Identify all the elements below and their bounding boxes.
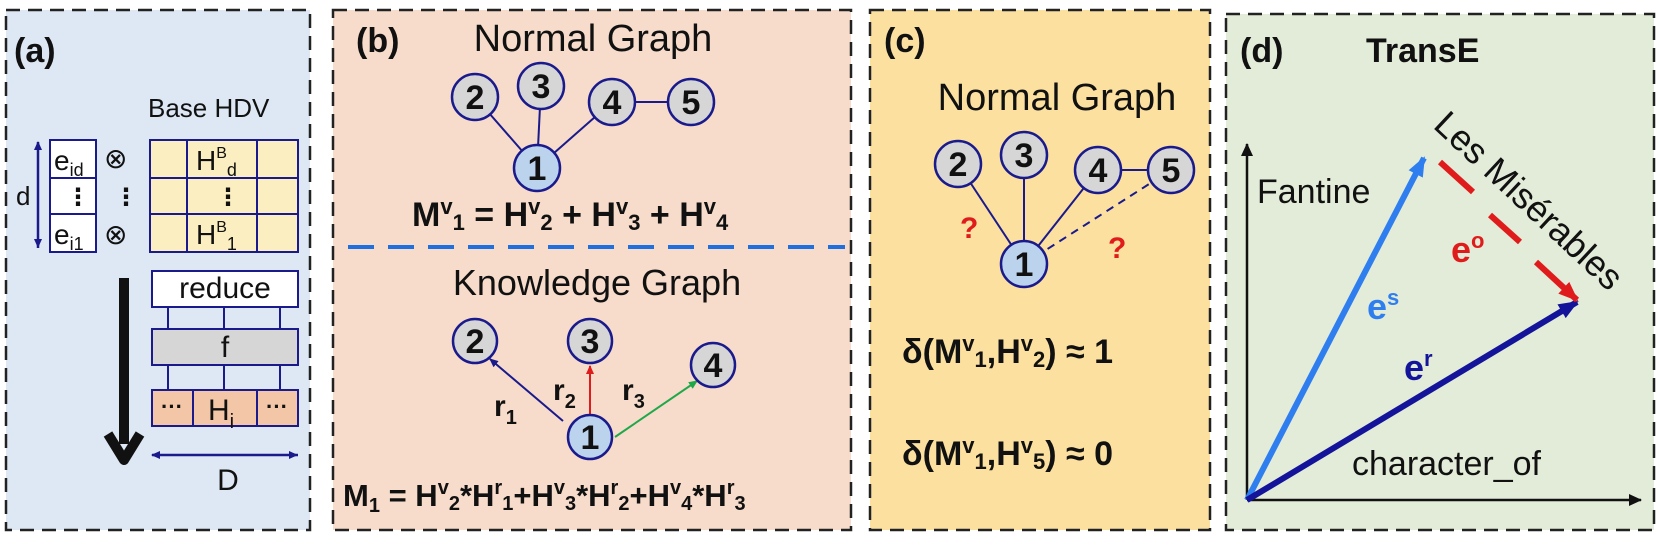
knowledge-graph-title: Knowledge Graph [453,262,741,303]
graph-node-2: 2 [450,72,500,122]
similarity-high: δ(Mv1,Hv2) ≈ 1 [902,331,1113,372]
candidate-edge-dashed [1023,169,1172,265]
svg-text:3: 3 [581,323,600,361]
es-label: es [1367,285,1399,327]
similarity-low: δ(Mv1,Hv5) ≈ 0 [902,433,1113,474]
hi-label: Hi [208,394,234,433]
panel-a-label: (a) [14,32,56,70]
er-label: er [1404,346,1433,388]
graph-node-3: 3 [516,61,566,111]
graph-node-2: 2 [933,139,983,189]
relation-vector-er [1245,299,1579,503]
relation-label-r1: r1 [494,390,517,429]
object-vector-eo-dash [1437,159,1476,195]
relation-label-r3: r3 [622,374,645,413]
graph-node-5: 5 [1146,145,1196,195]
svg-text:5: 5 [1162,152,1181,190]
subject-vector-es [1244,156,1427,502]
otimes-vertical-dots: ⋮ [114,184,138,211]
svg-text:5: 5 [682,84,701,122]
hdv-vertical-dots: ⋮ [216,184,240,211]
svg-text:3: 3 [532,68,551,106]
svg-text:4: 4 [1089,152,1108,190]
object-vector-eo-dash [1487,212,1523,245]
svg-text:1: 1 [528,150,547,188]
kg-node-2: 2 [451,317,499,365]
graph-node-4: 4 [1073,145,1123,195]
panel-c-label: (c) [884,22,926,60]
character-of-label: character_of [1352,445,1542,483]
base-hdv-grid: HBd ⋮ HB1 [149,139,299,254]
svg-text:4: 4 [603,84,622,122]
e-i1-label: ei1 [54,219,84,254]
svg-text:2: 2 [466,323,485,361]
equation-kg-m1: M1 = Hv2*Hr1+Hv3*Hr2+Hv4*Hr3 [343,477,746,517]
kg-node-3: 3 [566,317,614,365]
svg-text:3: 3 [1015,137,1034,175]
graph-node-1: 1 [999,239,1049,289]
panel-b: (b) Normal Graph 2 3 4 5 1 Mv1 = Hv2 + H… [331,8,853,532]
panel-d: (d) TransE Fantine character_of Les Misé… [1224,12,1656,532]
hb-d-label: HBd [196,145,237,180]
panel-c-title: Normal Graph [938,77,1177,119]
fantine-label: Fantine [1257,173,1370,211]
e-vector-box [49,139,97,253]
D-label: D [217,464,239,497]
unknown-link-mark: ? [960,212,978,245]
equation-m1: Mv1 = Hv2 + Hv3 + Hv4 [412,194,729,235]
otimes-icon: ⊗ [104,143,127,174]
hb-1-label: HB1 [196,219,237,254]
e-id-label: eid [54,145,84,180]
hdv-grid-frame [149,139,299,253]
hi-ellipsis: ··· [266,394,288,419]
svg-text:1: 1 [581,419,600,457]
panel-b-label: (b) [356,22,399,60]
svg-text:1: 1 [1015,246,1034,284]
kg-node-1: 1 [566,413,614,461]
svg-text:2: 2 [466,79,485,117]
panel-c: (c) Normal Graph 2 3 4 5 1 ? ? δ(Mv1,Hv2… [868,8,1212,532]
panel-d-frame [1224,12,1656,532]
hi-ellipsis: ··· [161,394,183,419]
relation-edge-r1 [489,358,564,422]
reduce-label: reduce [179,272,271,305]
base-hdv-title: Base HDV [148,93,270,123]
relation-edge-r3 [614,380,698,438]
reduce-box [151,270,299,308]
hi-box [151,389,299,427]
kg-node-4: 4 [689,341,737,389]
svg-text:4: 4 [704,347,723,385]
graph-node-4: 4 [587,77,637,127]
eo-label: eo [1451,228,1484,270]
e-vertical-dots: ⋮ [66,184,90,211]
d-label: d [16,181,30,211]
svg-text:2: 2 [949,146,968,184]
unknown-link-mark: ? [1108,232,1126,265]
normal-graph-title: Normal Graph [474,18,713,60]
graph-node-5: 5 [666,77,716,127]
panel-a: (a) Base HDV d eid ⋮ ei1 ⊗ ⋮ ⊗ HBd ⋮ HB1 [4,8,312,532]
object-vector-eo [1533,259,1580,303]
graph-node-3: 3 [999,130,1049,180]
otimes-icon: ⊗ [104,219,127,250]
transe-title: TransE [1366,32,1479,70]
relation-label-r2: r2 [553,374,576,413]
f-label: f [221,331,230,364]
panel-d-label: (d) [1240,32,1283,70]
graph-node-1: 1 [512,143,562,193]
process-arrow-head [103,431,145,465]
